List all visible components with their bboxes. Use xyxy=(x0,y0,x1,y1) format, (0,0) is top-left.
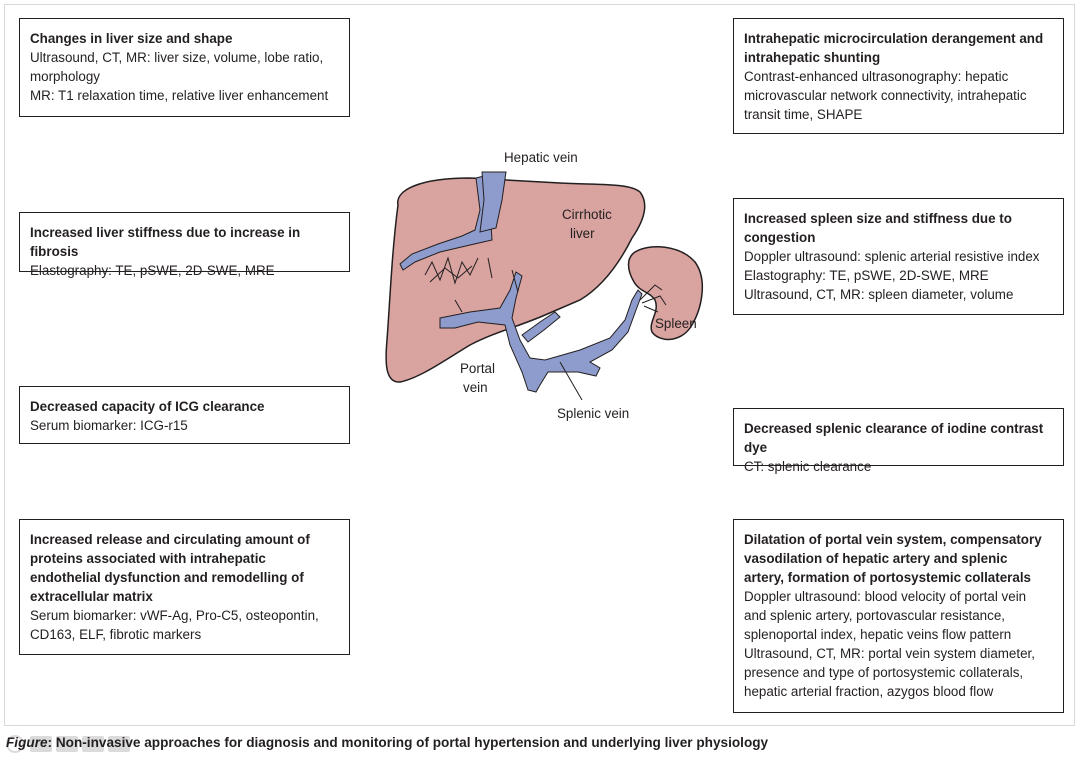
box-title: vasodilation of hepatic artery and splen… xyxy=(744,551,1008,566)
box-line: CD163, ELF, fibrotic markers xyxy=(30,627,202,642)
box-line: Serum biomarker: ICG-r15 xyxy=(30,418,188,433)
watermark-text xyxy=(30,736,130,752)
box-spleen-size: Increased spleen size and stiffness due … xyxy=(733,198,1064,315)
watermark xyxy=(6,733,146,755)
box-line: Ultrasound, CT, MR: liver size, volume, … xyxy=(30,50,324,65)
box-title: extracellular matrix xyxy=(30,589,153,604)
box-proteins: Increased release and circulating amount… xyxy=(19,519,350,655)
label-hepatic-vein: Hepatic vein xyxy=(504,150,578,165)
box-line: splenoportal index, hepatic veins flow p… xyxy=(744,627,1012,642)
box-title: intrahepatic shunting xyxy=(744,50,881,65)
splenic-hilum-vessels xyxy=(639,284,667,313)
portal-vein-branch xyxy=(521,311,561,343)
box-title: endothelial dysfunction and remodelling … xyxy=(30,570,304,585)
box-line: Doppler ultrasound: blood velocity of po… xyxy=(744,589,1027,604)
box-title: Increased spleen size and stiffness due … xyxy=(744,211,1012,226)
label-portal-vein-2: vein xyxy=(463,380,488,395)
box-line: MR: T1 relaxation time, relative liver e… xyxy=(30,88,329,103)
figure-frame xyxy=(4,4,1075,726)
box-line: hepatic arterial fraction, azygos blood … xyxy=(744,684,994,699)
caption-text: Non-invasive approaches for diagnosis an… xyxy=(55,735,769,750)
box-line: morphology xyxy=(30,69,100,84)
box-title: Intrahepatic microcirculation derangemen… xyxy=(744,31,1044,46)
caption-colon: : xyxy=(47,735,56,750)
figure-label: Figure xyxy=(6,735,48,750)
box-splenic-clearance: Decreased splenic clearance of iodine co… xyxy=(733,408,1064,474)
box-liver-size: Changes in liver size and shape Ultrasou… xyxy=(19,18,350,117)
box-line: Elastography: TE, pSWE, 2D-SWE, MRE xyxy=(30,263,275,278)
box-microcirculation: Intrahepatic microcirculation derangemen… xyxy=(733,18,1064,134)
spleen-shape xyxy=(627,246,703,341)
box-title: congestion xyxy=(744,230,816,245)
splenic-vein-leader xyxy=(559,361,583,401)
box-line: CT: splenic clearance xyxy=(744,459,872,474)
box-line: Doppler ultrasound: splenic arterial res… xyxy=(744,249,1040,264)
box-line: Ultrasound, CT, MR: spleen diameter, vol… xyxy=(744,287,1014,302)
box-title: proteins associated with intrahepatic xyxy=(30,551,266,566)
box-title: Increased liver stiffness due to increas… xyxy=(30,225,301,259)
box-title: Decreased capacity of ICG clearance xyxy=(30,399,265,414)
box-line: Contrast-enhanced ultrasonography: hepat… xyxy=(744,69,1009,84)
intrahepatic-network xyxy=(424,256,519,313)
box-liver-stiffness: Increased liver stiffness due to increas… xyxy=(19,212,350,278)
box-icg-clearance: Decreased capacity of ICG clearance Seru… xyxy=(19,386,350,444)
box-title: artery, formation of portosystemic colla… xyxy=(744,570,1031,585)
hepatic-vein-trunk xyxy=(479,171,507,233)
label-portal-vein-1: Portal xyxy=(460,361,495,376)
figure-caption: Figure: Non-invasive approaches for diag… xyxy=(6,735,768,750)
box-portal-system: Dilatation of portal vein system, compen… xyxy=(733,519,1064,713)
watermark-logo-icon xyxy=(6,735,24,753)
label-cirrhotic-liver-2: liver xyxy=(570,226,595,241)
box-line: presence and type of portosystemic colla… xyxy=(744,665,1024,680)
box-title: Changes in liver size and shape xyxy=(30,31,233,46)
box-line: Elastography: TE, pSWE, 2D-SWE, MRE xyxy=(744,268,989,283)
label-splenic-vein: Splenic vein xyxy=(557,406,629,421)
label-spleen: Spleen xyxy=(655,316,697,331)
box-title: Increased release and circulating amount… xyxy=(30,532,310,547)
liver-spleen-illustration: Hepatic vein Cirrhotic liver Spleen Port… xyxy=(385,150,703,421)
label-cirrhotic-liver-1: Cirrhotic xyxy=(562,207,612,222)
box-line: Serum biomarker: vWF-Ag, Pro-C5, osteopo… xyxy=(30,608,319,623)
box-line: Ultrasound, CT, MR: portal vein system d… xyxy=(744,646,1035,661)
portal-vein xyxy=(439,271,643,393)
box-title: Decreased splenic clearance of iodine co… xyxy=(744,421,1044,455)
box-title: Dilatation of portal vein system, compen… xyxy=(744,532,1042,547)
box-line: and splenic artery, portovascular resist… xyxy=(744,608,1005,623)
box-line: microvascular network connectivity, intr… xyxy=(744,88,1027,103)
box-line: transit time, SHAPE xyxy=(744,107,863,122)
